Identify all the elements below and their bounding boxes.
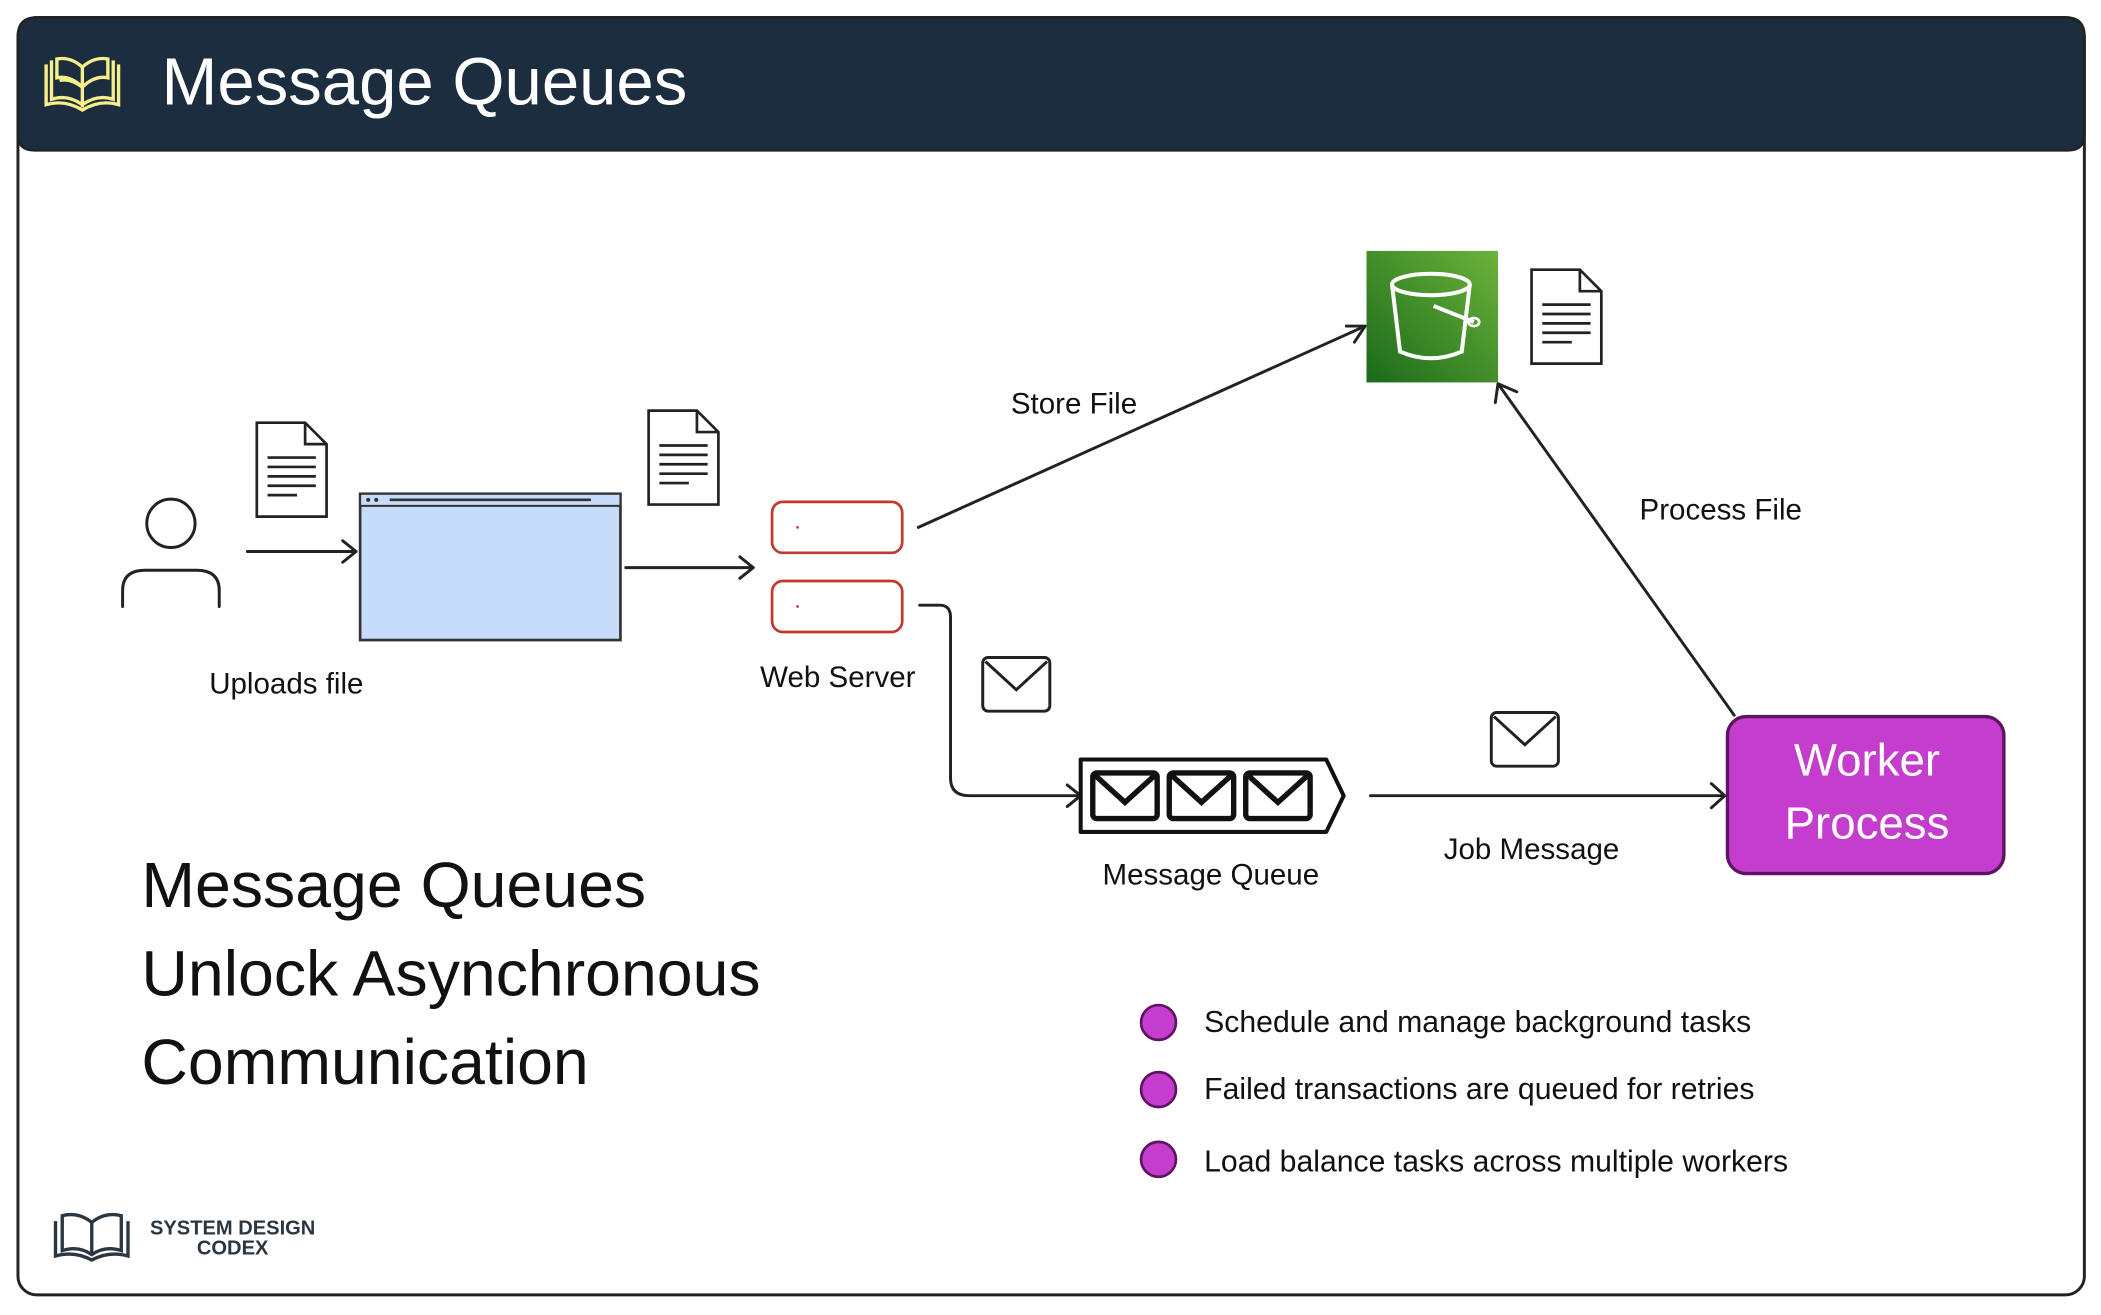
headline-line-2: Unlock Asynchronous <box>141 938 760 1010</box>
bullet-dot <box>1139 1140 1178 1179</box>
headline-line-3: Communication <box>141 1026 588 1098</box>
message-queue-label: Message Queue <box>1103 858 1320 891</box>
worker-label-line1: Worker <box>1794 735 1940 786</box>
page-title: Message Queues <box>162 45 688 120</box>
bullet-dot <box>1139 1070 1178 1109</box>
arrow-worker-to-storage <box>1493 382 1736 717</box>
worker-label-line2: Process <box>1785 798 1950 849</box>
document-icon <box>1530 268 1603 365</box>
card-frame <box>16 15 2086 1297</box>
bullet-dot <box>1139 1003 1178 1042</box>
system-design-codex-logo: SYSTEM DESIGN CODEX <box>53 1212 315 1262</box>
document-icon <box>647 409 720 506</box>
worker-process-box: Worker Process <box>1725 714 2006 876</box>
job-message-label: Job Message <box>1444 833 1620 866</box>
web-server-label: Web Server <box>760 661 915 694</box>
bullet-list: Schedule and manage background tasks Fai… <box>1139 1003 1788 1179</box>
logo-line-2: CODEX <box>197 1238 269 1260</box>
envelope-icon <box>1489 711 1560 768</box>
store-file-label: Store File <box>1011 387 1137 420</box>
bullet-item: Failed transactions are queued for retri… <box>1204 1073 1754 1106</box>
arrow-user-to-browser <box>245 539 358 564</box>
user-icon <box>121 497 221 608</box>
arrow-queue-to-worker <box>1369 782 1727 810</box>
logo-line-1: SYSTEM DESIGN <box>150 1217 315 1239</box>
bullet-item: Schedule and manage background tasks <box>1204 1006 1751 1039</box>
headline-line-1: Message Queues <box>141 849 646 921</box>
process-file-label: Process File <box>1640 493 1802 526</box>
arrow-browser-to-server <box>624 555 755 580</box>
browser-window <box>358 492 622 642</box>
uploads-file-label: Uploads file <box>209 668 363 701</box>
header-bar <box>16 16 2086 152</box>
bullet-item: Load balance tasks across multiple worke… <box>1204 1145 1788 1178</box>
document-icon <box>255 421 328 518</box>
open-book-icon <box>44 56 121 112</box>
storage-bucket-icon <box>1366 250 1499 383</box>
arrow-server-to-storage <box>916 324 1367 529</box>
web-server-icon <box>770 500 904 634</box>
envelope-icon <box>981 656 1052 713</box>
message-queue-icon <box>1078 757 1346 834</box>
